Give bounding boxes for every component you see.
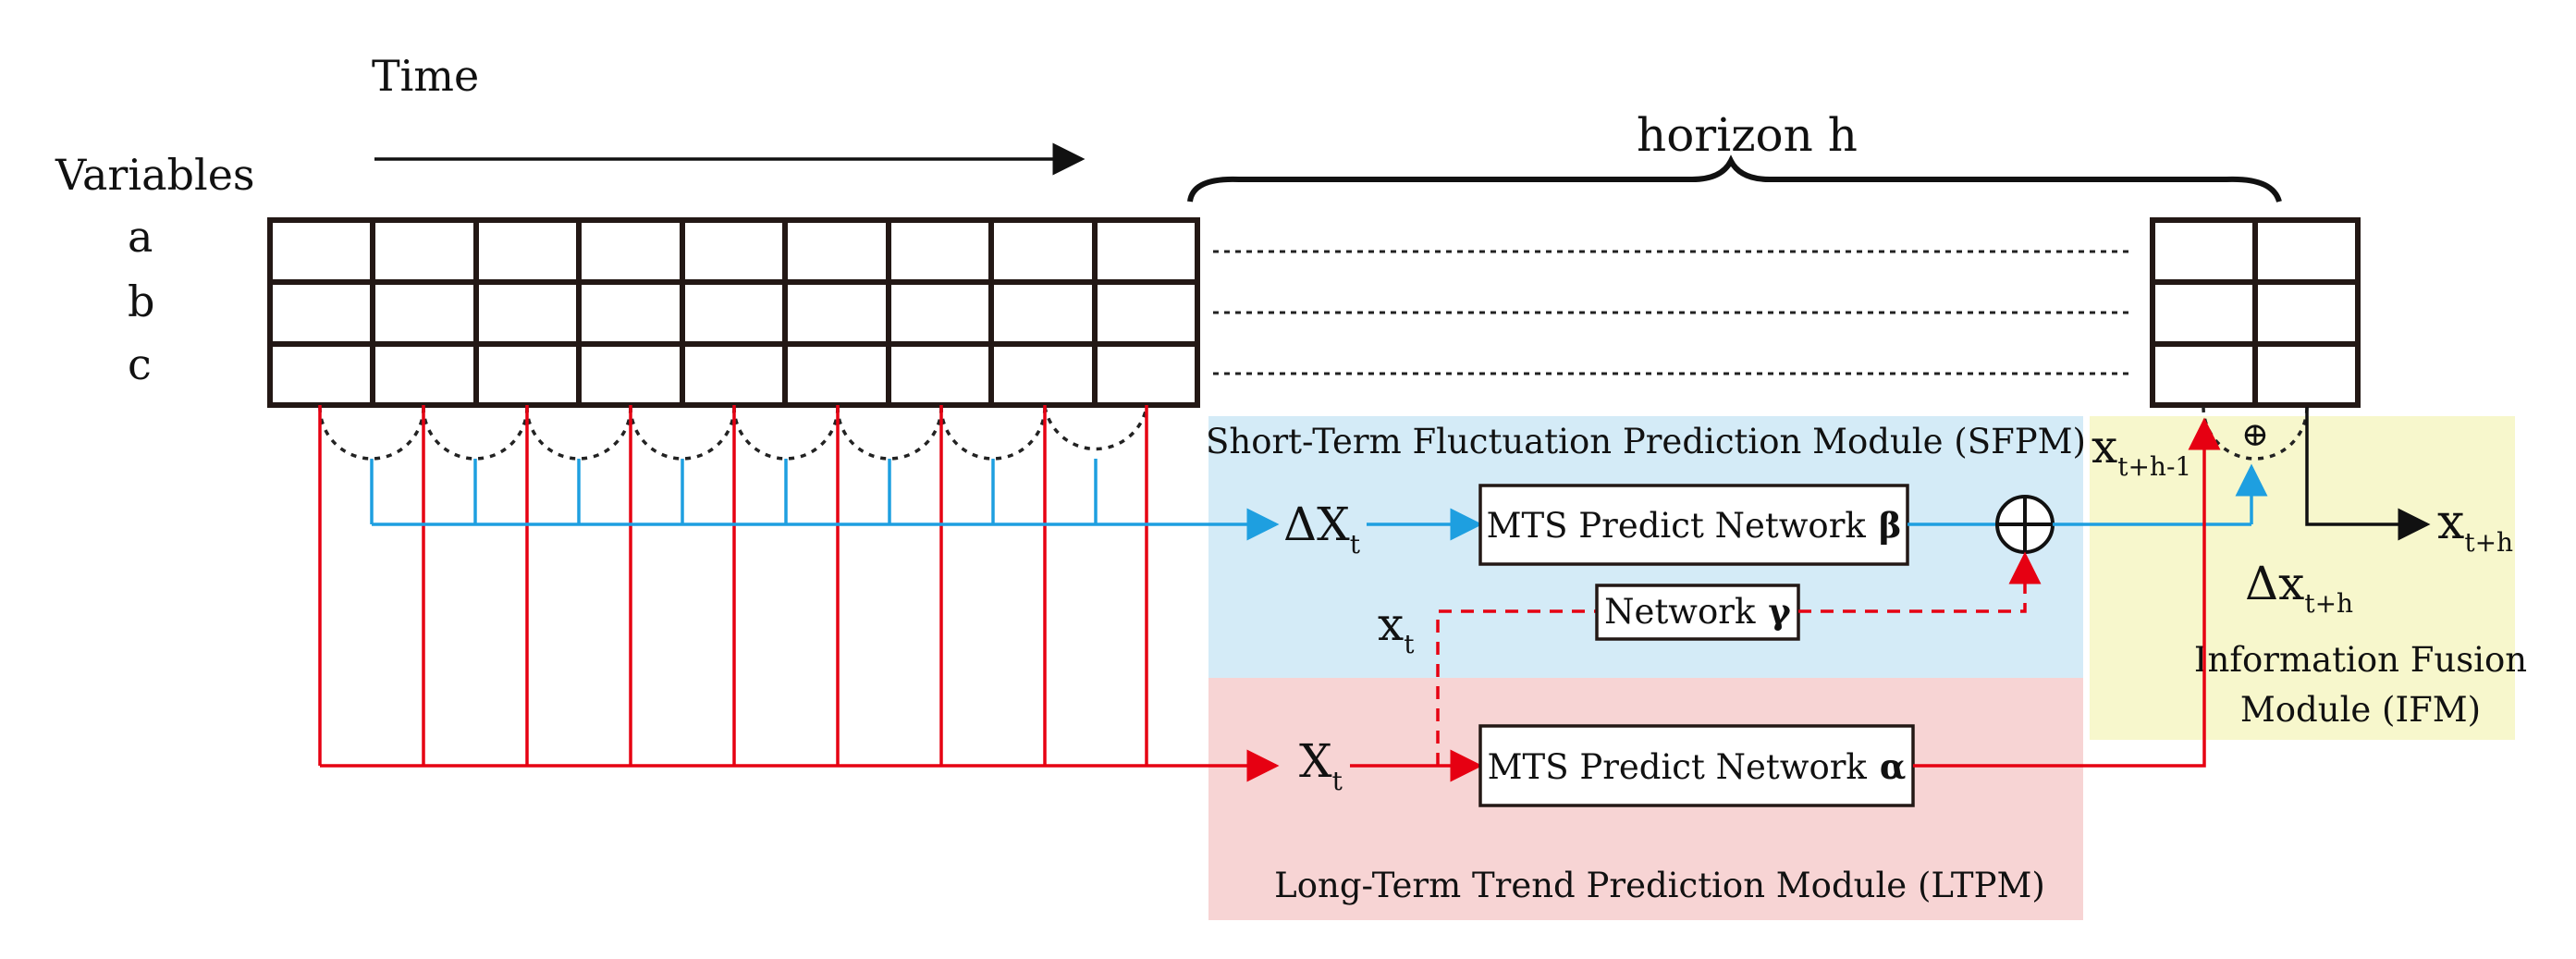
- long-term-input-path: [318, 405, 1280, 782]
- delta-x-t-h-symbol: Δxt+h: [2245, 557, 2353, 619]
- ifm-panel: [2090, 416, 2515, 740]
- network-gamma-box: [1595, 584, 1800, 641]
- x-t-h-output-symbol: xt+h: [2437, 495, 2513, 558]
- horizon-dotted-rows: [1213, 250, 2134, 375]
- variables-label: Variables: [55, 150, 255, 200]
- ifm-title-line-1: Information Fusion: [2194, 640, 2527, 680]
- x-t-h-minus-1-symbol: xt+h-1: [2091, 420, 2191, 482]
- mts-network-beta-box: [1478, 484, 1909, 566]
- alpha-to-output-path: [1913, 417, 2221, 768]
- difference-arcs: [318, 406, 2309, 461]
- sum-node: [1995, 495, 2055, 554]
- ltpm-title: Long-Term Trend Prediction Module (LTPM): [1274, 866, 2045, 905]
- x-upper-t-symbol: Xt: [1299, 734, 1343, 796]
- variable-a-label: a: [128, 212, 153, 262]
- input-grid: [267, 217, 1200, 408]
- x-t-to-gamma-dashed-path: [1436, 609, 1597, 766]
- x-t-symbol: xt: [1378, 597, 1415, 659]
- variable-b-label: b: [128, 277, 154, 326]
- horizon-brace: [1187, 154, 2282, 203]
- gamma-to-sum-dashed-path: [1798, 551, 2042, 613]
- final-output-arrow: [2305, 407, 2431, 541]
- output-sum-symbol: ⊕: [2241, 416, 2269, 454]
- ifm-title-line-2: Module (IFM): [2240, 690, 2481, 730]
- delta-x-t-symbol: ΔXt: [1283, 498, 1361, 559]
- short-term-input-path: [370, 459, 1280, 541]
- sfpm-title: Short-Term Fluctuation Prediction Module…: [1206, 422, 2086, 461]
- variable-c-label: c: [128, 339, 152, 389]
- output-grid: [2150, 217, 2361, 408]
- horizon-label: horizon h: [1637, 108, 1858, 162]
- time-label: Time: [372, 51, 479, 101]
